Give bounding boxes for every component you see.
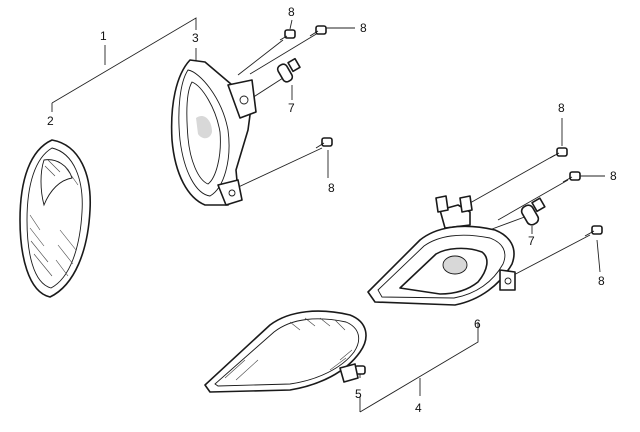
callout-8-b: 8 (360, 21, 367, 35)
leader-lines (51, 17, 591, 413)
callout-1: 1 (100, 29, 107, 43)
callout-3: 3 (192, 31, 199, 45)
callout-8-d: 8 (558, 101, 565, 115)
callout-8-e: 8 (610, 169, 617, 183)
callout-8-a: 8 (288, 5, 295, 19)
bulb-part-2 (520, 197, 546, 226)
callout-7-lower: 7 (528, 234, 535, 248)
lens-part (19, 139, 91, 298)
reflector-part (367, 195, 516, 306)
screw-part (279, 25, 603, 375)
bulb-part (276, 57, 301, 83)
callout-6: 6 (474, 317, 481, 331)
callout-7-upper: 7 (288, 101, 295, 115)
callout-labels: 1 2 3 4 5 6 7 7 8 8 8 8 8 8 (47, 5, 617, 415)
lower-lens-part (204, 310, 367, 393)
callout-2: 2 (47, 114, 54, 128)
callout-8-c: 8 (328, 181, 335, 195)
housing-part (170, 59, 257, 206)
callout-8-f: 8 (598, 274, 605, 288)
callout-5: 5 (355, 387, 362, 401)
callout-4: 4 (415, 401, 422, 415)
